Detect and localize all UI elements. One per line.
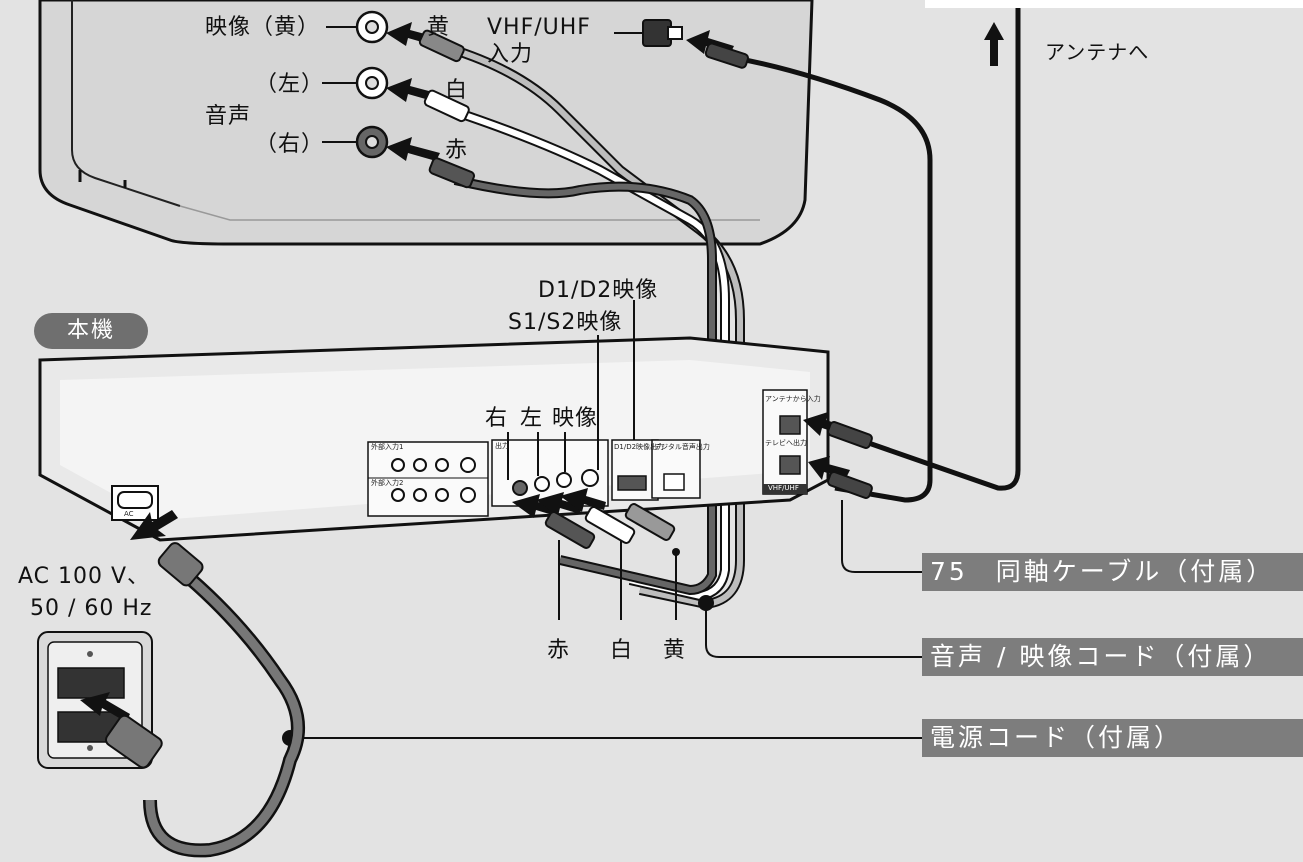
label-yellow: 黄 (427, 15, 451, 40)
small-label-ext-in: 外部入力1 (371, 443, 404, 451)
tv-white-plug (423, 89, 470, 123)
small-label-digital-out: デジタル音声出力 (654, 443, 710, 451)
label-red: 赤 (445, 138, 469, 163)
label-vhf-uhf: VHF/UHF (487, 15, 591, 40)
label-cable-white: 白 (610, 638, 634, 663)
small-label-out: 出力 (495, 442, 509, 450)
d1d2-panel (611, 439, 659, 501)
small-label-tv-out: テレビへ出力 (765, 439, 807, 447)
tv-red-plug (428, 157, 476, 189)
rf-panel (762, 389, 808, 495)
label-cable-yellow: 黄 (663, 638, 687, 663)
top-white-strip (925, 0, 1303, 8)
label-jack-video: 映像 (552, 406, 599, 431)
label-left: （左） (255, 72, 325, 97)
coax-cable (734, 55, 933, 503)
label-s1s2: S1/S2映像 (508, 310, 623, 335)
ac-arrow-icon (130, 510, 178, 540)
label-white: 白 (445, 78, 469, 103)
label-video-yellow: 映像（黄） (205, 15, 321, 40)
small-label-vhf-uhf: VHF/UHF (768, 484, 799, 492)
digital-out-panel (651, 439, 701, 499)
label-jack-right: 右 (485, 406, 509, 431)
label-d1d2: D1/D2映像 (538, 278, 659, 303)
label-ac-voltage: AC 100 V、 (18, 564, 151, 589)
tv-yellow-plug (418, 29, 465, 63)
small-label-antenna-in: アンテナから入力 (765, 395, 821, 403)
ext-input-panel (367, 441, 489, 517)
wall-arrow-icon (80, 692, 130, 722)
tv-video-jack (355, 10, 389, 44)
tv-audio-left-jack (355, 66, 389, 100)
small-label-ext-in2: 外部入力2 (371, 479, 404, 487)
small-label-d1d2-out: D1/D2映像出力 (614, 443, 665, 451)
legend-power-cord: 電源コード（付属） (922, 719, 1303, 757)
label-cable-red: 赤 (547, 638, 571, 663)
label-right: （右） (255, 132, 325, 157)
label-ac-frequency: 50 / 60 Hz (30, 596, 153, 621)
label-antenna: アンテナへ (1045, 40, 1150, 64)
legend-av-cord: 音声 / 映像コード（付属） (922, 638, 1303, 676)
unit-badge: 本機 (34, 313, 148, 349)
legend-coax-cable: 75 同軸ケーブル（付属） (922, 553, 1303, 591)
tv-audio-right-jack (355, 125, 389, 159)
small-label-ac: AC (124, 510, 134, 518)
label-audio: 音声 (205, 104, 252, 129)
ac-inlet (111, 485, 159, 521)
output-panel (491, 439, 609, 507)
coax-plug-tv (704, 42, 749, 69)
arrow-up-icon (984, 22, 1004, 66)
label-input: 入力 (487, 42, 534, 67)
label-jack-left: 左 (520, 406, 544, 431)
antenna-cable (859, 0, 1021, 491)
